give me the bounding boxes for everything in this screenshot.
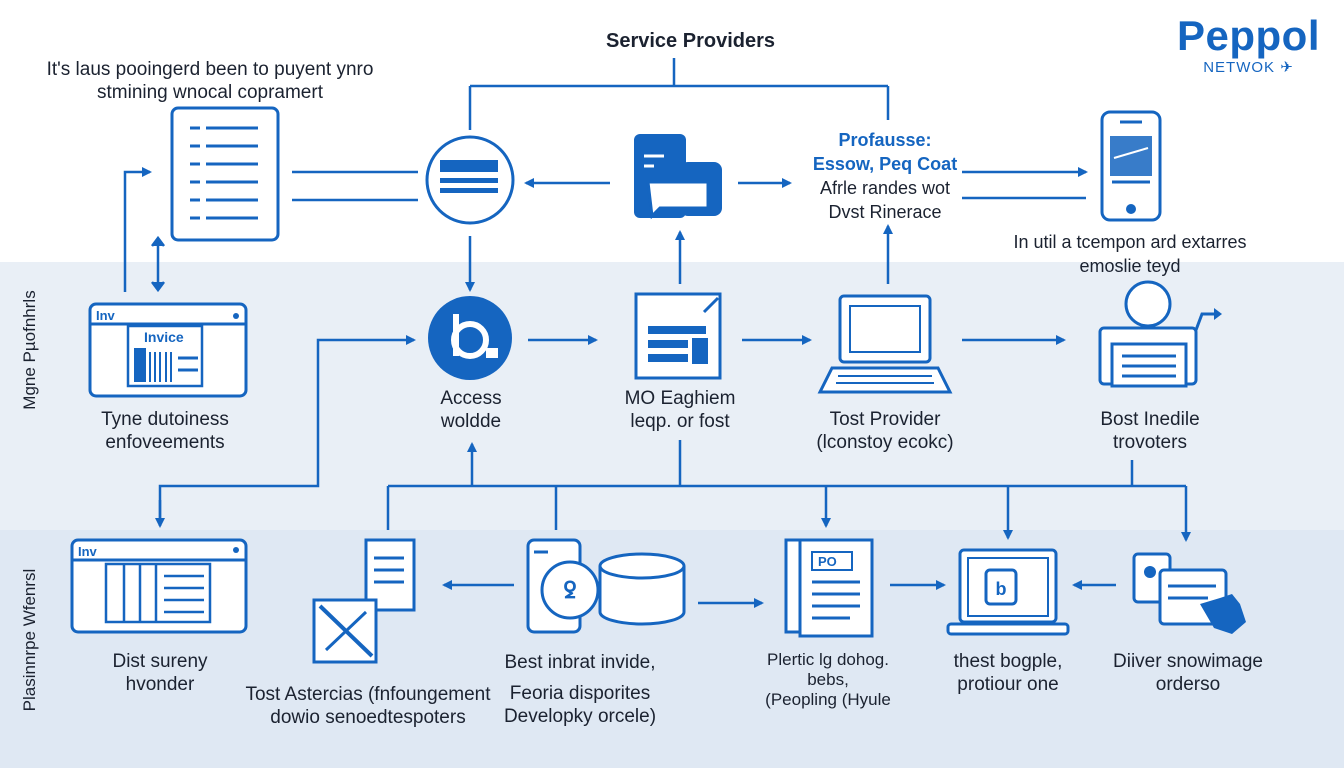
procurement-box: Profausse: Essow, Peq Coat Afrle randes …	[790, 128, 980, 224]
svg-text:ꝿ: ꝿ	[564, 578, 577, 603]
top-note: It's laus pooingerd been to puyent ynro …	[40, 58, 380, 104]
node-tyne: Tyne dutoiness enfoveements	[60, 408, 270, 454]
invoice-window-header: Invice	[144, 329, 184, 345]
node-diver: Diiver snowimage orderso	[1090, 650, 1286, 696]
node-engine-line1: MO Eaghiem	[624, 388, 736, 409]
monitor-icon: b	[946, 548, 1070, 636]
right-note-line2: emoslie teyd	[1079, 256, 1181, 276]
logo-sub-text: NETWOK ✈	[1203, 59, 1294, 76]
database-icon: ꝿ	[526, 538, 686, 634]
node-bost-inedile-line2: trovoters	[1113, 432, 1187, 453]
node-thest-bogple-line1: thest bogple,	[953, 651, 1063, 672]
pdf-doc-tag: PO	[818, 554, 837, 569]
node-tost-astercias: Tost Astercias (fnfoungement dowio senoe…	[236, 683, 500, 729]
svg-text:b: b	[996, 579, 1007, 599]
browser-table-icon	[70, 538, 248, 634]
node-dist-sureny: Dist sureny hvonder	[60, 650, 260, 696]
documents-edit-icon	[312, 538, 416, 664]
pdf-doc-icon	[784, 538, 874, 638]
node-tost-provider: Tost Provider (lconstoy ecokc)	[790, 408, 980, 454]
node-tyne-line2: enfoveements	[105, 432, 225, 453]
procurement-line1: Profausse:	[838, 130, 932, 150]
invoice-window-tag: Inv	[96, 308, 116, 323]
logo-main-text: Peppol	[1176, 12, 1320, 59]
laptop-icon	[817, 294, 953, 394]
node-access-line1: Access	[440, 388, 502, 409]
node-diver-line2: orderso	[1155, 674, 1221, 695]
node-tost-provider-line2: (lconstoy ecokc)	[816, 432, 954, 453]
procurement-line3: Afrle randes wot	[819, 178, 951, 198]
node-best-inbrat: Best inbrat invide, Feoria disporites De…	[480, 651, 680, 728]
procurement-line4: Dvst Rinerace	[828, 202, 942, 222]
node-thest-bogple: thest bogple, protiour one	[920, 650, 1096, 696]
node-bost-inedile-line1: Bost Inedile	[1100, 409, 1200, 430]
peppol-b-icon	[428, 296, 512, 380]
top-note-line1: It's laus pooingerd been to puyent ynro	[46, 59, 374, 80]
procurement-line2: Essow, Peq Coat	[812, 154, 958, 174]
right-note-line1: In util a tcempon ard extarres	[1013, 232, 1247, 252]
node-plertic-line3: (Peopling (Hyule	[765, 690, 891, 709]
node-best-inbrat-line1: Best inbrat invide,	[504, 652, 656, 673]
node-tost-provider-line1: Tost Provider	[829, 409, 941, 430]
node-plertic-line1: Plertic lg dohog.	[767, 650, 889, 669]
top-note-line2: stmining wnocal copramert	[97, 82, 323, 103]
node-plertic: Plertic lg dohog. bebs, (Peopling (Hyule	[740, 650, 916, 710]
plane-icon: ✈	[1280, 59, 1294, 76]
user-printer-icon	[1098, 280, 1222, 388]
list-circle-icon	[425, 135, 515, 225]
node-tost-astercias-line2: dowio senoedtespoters	[270, 707, 466, 728]
node-access-line2: woldde	[440, 411, 502, 432]
node-tost-astercias-line1: Tost Astercias (fnfoungement	[245, 684, 491, 705]
right-note: In util a tcempon ard extarres emoslie t…	[1000, 230, 1260, 278]
node-diver-line1: Diiver snowimage	[1113, 651, 1263, 672]
node-dist-sureny-line2: hvonder	[125, 674, 195, 695]
hand-card-icon	[1132, 552, 1246, 634]
node-best-inbrat-line3: Developky orcele)	[503, 706, 657, 727]
peppol-logo: Peppol NETWOK ✈	[1176, 12, 1320, 77]
browser-table-tag: Inv	[78, 544, 98, 559]
node-thest-bogple-line2: protiour one	[957, 674, 1059, 695]
node-tyne-line1: Tyne dutoiness	[101, 409, 229, 430]
node-engine-line2: leqp. or fost	[630, 411, 730, 432]
invoice-window-icon	[88, 302, 248, 398]
document-list-icon	[170, 106, 280, 242]
form-icon	[634, 292, 722, 380]
smartphone-icon	[1100, 110, 1162, 222]
node-bost-inedile: Bost Inedile trovoters	[1060, 408, 1240, 454]
node-access: Access woldde	[400, 387, 542, 433]
node-engine: MO Eaghiem leqp. or fost	[600, 387, 760, 433]
node-dist-sureny-line1: Dist sureny	[112, 651, 208, 672]
node-best-inbrat-line2: Feoria disporites	[509, 683, 651, 704]
server-icon	[634, 134, 722, 220]
node-plertic-line2: bebs,	[807, 670, 849, 689]
diagram-title: Service Providers	[606, 30, 775, 52]
